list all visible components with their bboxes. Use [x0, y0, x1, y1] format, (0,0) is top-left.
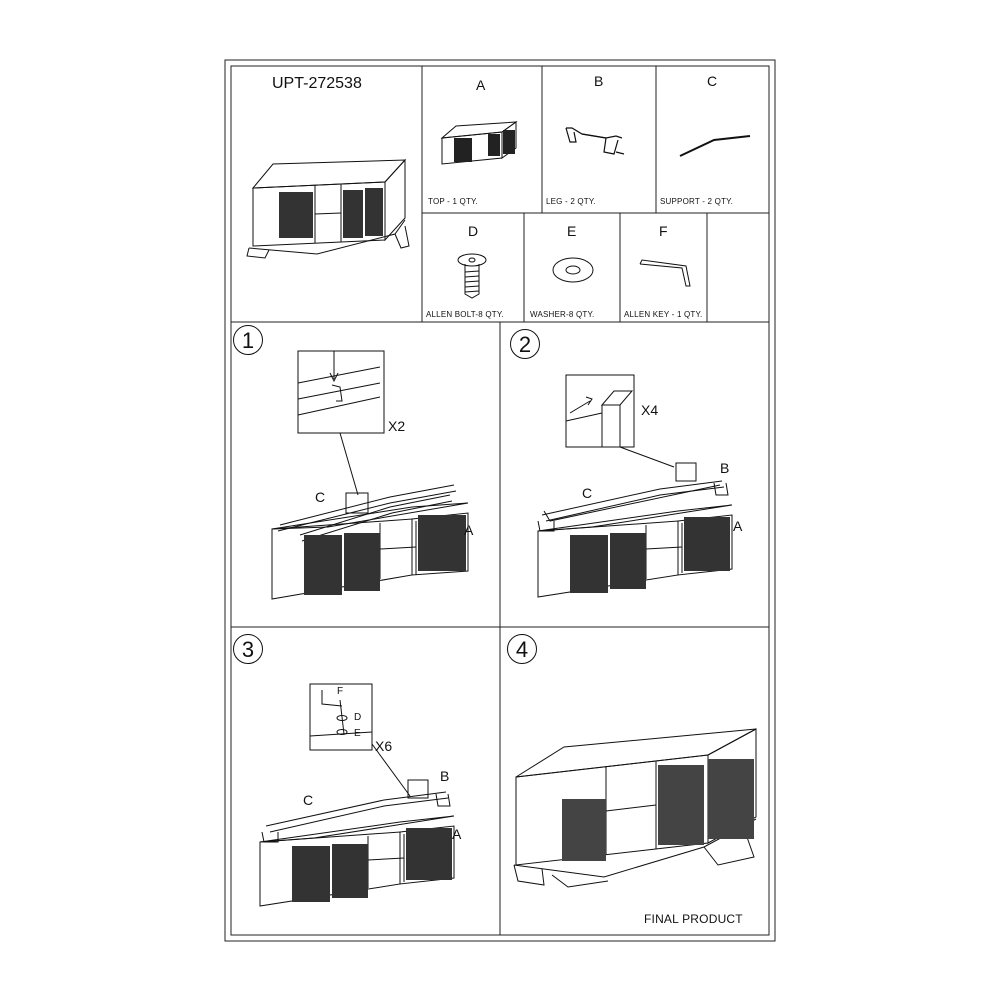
overview-cabinet-drawing: [245, 152, 415, 262]
step-2-number: 2: [510, 329, 540, 359]
step-3-number: 3: [233, 634, 263, 664]
step-2-multiplier: X4: [641, 402, 659, 418]
step-3-drawing: [240, 640, 500, 930]
step-3-callout-b: B: [440, 768, 450, 784]
step-1-multiplier: X2: [388, 418, 406, 434]
step-1-callout-a: A: [464, 522, 474, 538]
step-4-number: 4: [507, 634, 537, 664]
part-e-label: WASHER-8 QTY.: [530, 310, 595, 319]
step-3-callout-d: D: [354, 712, 362, 723]
step-2-callout-c: C: [582, 485, 593, 501]
step-4-final-product-drawing: [508, 725, 768, 905]
step-2-callout-b: B: [720, 460, 730, 476]
step-3-callout-e: E: [354, 728, 361, 739]
step-2-drawing: [510, 335, 770, 625]
step-2-callout-a: A: [733, 518, 743, 534]
part-a-top-drawing: [440, 118, 520, 168]
part-c-support-drawing: [676, 132, 756, 162]
step-1-callout-c: C: [315, 489, 326, 505]
part-a-letter: A: [476, 77, 486, 93]
part-b-letter: B: [594, 73, 604, 89]
part-e-washer-drawing: [549, 256, 599, 286]
part-f-letter: F: [659, 223, 668, 239]
part-d-bolt-drawing: [452, 252, 492, 302]
part-c-letter: C: [707, 73, 718, 89]
part-d-label: ALLEN BOLT-8 QTY.: [426, 310, 504, 319]
part-b-label: LEG - 2 QTY.: [546, 197, 596, 206]
step-3-callout-f: F: [337, 686, 344, 697]
part-d-letter: D: [468, 223, 479, 239]
part-c-label: SUPPORT - 2 QTY.: [660, 197, 734, 206]
step-3-callout-a: A: [452, 826, 462, 842]
final-product-caption: FINAL PRODUCT: [644, 912, 743, 926]
part-b-leg-drawing: [562, 122, 632, 162]
step-3-callout-c: C: [303, 792, 314, 808]
part-e-letter: E: [567, 223, 577, 239]
part-f-label: ALLEN KEY - 1 QTY.: [624, 310, 703, 319]
step-3-multiplier: X6: [375, 738, 393, 754]
model-number: UPT-272538: [272, 75, 362, 92]
step-1-drawing: [240, 335, 500, 625]
step-1-number: 1: [233, 325, 263, 355]
part-a-label: TOP - 1 QTY.: [428, 197, 478, 206]
part-f-allen-key-drawing: [636, 256, 696, 296]
